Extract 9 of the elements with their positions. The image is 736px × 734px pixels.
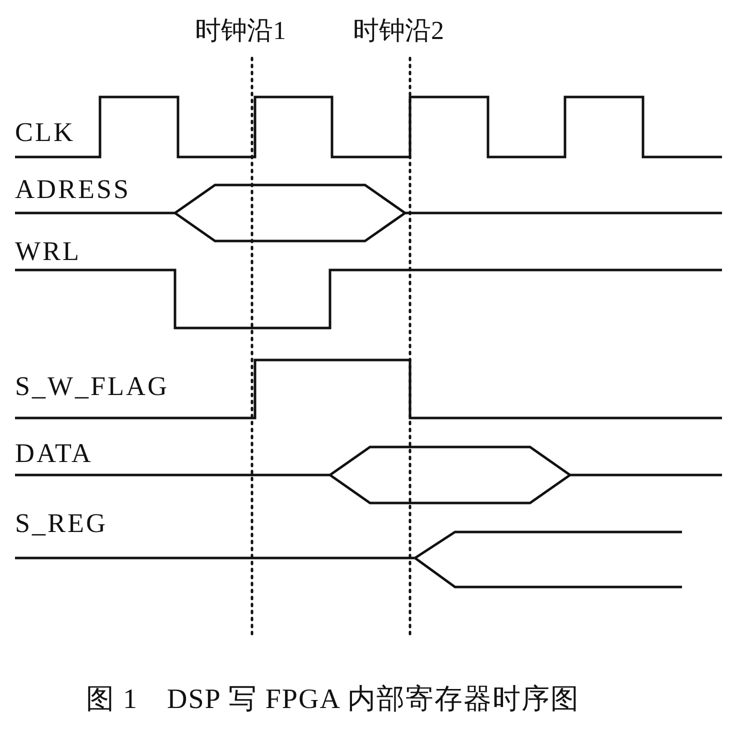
signal-name: CLK (15, 119, 75, 146)
clock-edge-label: 时钟沿1 (195, 18, 286, 44)
caption: 图 1 DSP 写 FPGA 内部寄存器时序图 (86, 686, 580, 714)
clock-edge-label: 时钟沿2 (353, 18, 444, 44)
signal-name: ADRESS (15, 176, 131, 203)
signal-name: DATA (15, 440, 93, 467)
signal-name: S_W_FLAG (15, 373, 170, 400)
signal-name: S_REG (15, 510, 108, 537)
signal-name: WRL (15, 238, 81, 265)
